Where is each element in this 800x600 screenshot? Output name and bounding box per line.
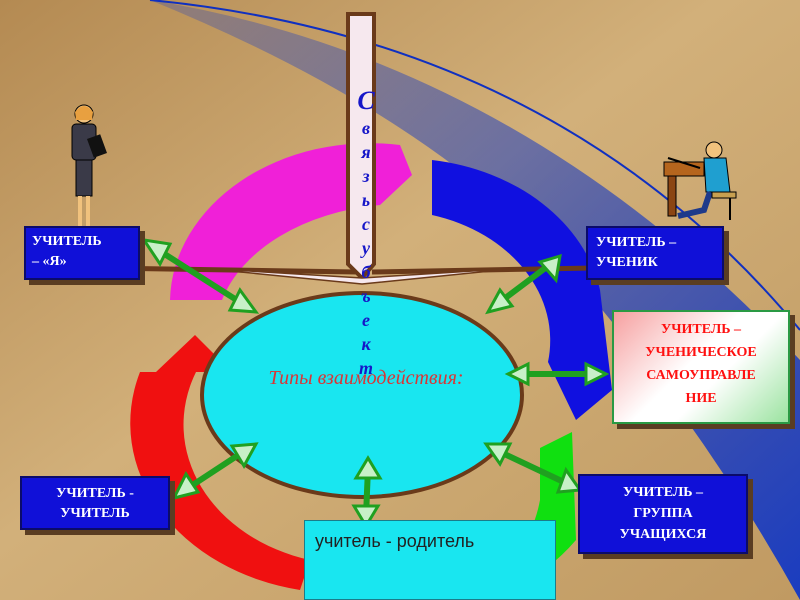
arrow-heads — [140, 237, 610, 529]
vertical-letter: ъ — [361, 286, 371, 306]
vertical-letter: з — [362, 166, 370, 186]
arc-blue — [432, 160, 612, 420]
vertical-letter: в — [361, 118, 371, 138]
vertical-letter: е — [362, 310, 370, 330]
student-figure-image — [663, 141, 737, 220]
box-line: НИЕ — [685, 391, 717, 406]
vertical-letter: я — [361, 142, 371, 162]
box-line: УЧИТЕЛЬ – — [596, 235, 677, 250]
central-ellipse — [200, 291, 524, 499]
box-line: УЧИТЕЛЬ - — [56, 486, 134, 501]
box-line: УЧИТЕЛЬ – — [622, 485, 704, 500]
arc-red — [130, 335, 310, 590]
vertical-letter: б — [361, 262, 371, 282]
bar-cap — [199, 267, 521, 285]
vertical-letter: у — [362, 238, 370, 258]
box-line: ГРУППА — [633, 506, 693, 521]
vertical-letter: ь — [361, 190, 371, 210]
interaction-types-label: Типы взаимодействия: — [268, 367, 464, 389]
box-teacher-self-government: УЧИТЕЛЬ – УЧЕНИЧЕСКОЕ САМОУПРАВЛЕ НИЕ — [612, 310, 790, 424]
box-line: УЧЕНИК — [596, 255, 658, 270]
corner-stripe-line — [149, 0, 800, 331]
vertical-letter: к — [361, 334, 371, 354]
box-line: УЧИТЕЛЬ — [32, 234, 102, 249]
box-line: УЧАЩИХСЯ — [619, 527, 707, 542]
vertical-letter: с — [362, 214, 370, 234]
box-line: УЧЕНИЧЕСКОЕ — [645, 345, 757, 360]
box-line: УЧИТЕЛЬ – — [660, 322, 742, 337]
box-line: УЧИТЕЛЬ — [60, 506, 130, 521]
vertical-letter: т — [358, 358, 373, 378]
box-line: – «Я» — [32, 254, 67, 269]
box-teacher-student-group: УЧИТЕЛЬ – ГРУППА УЧАЩИХСЯ — [578, 474, 748, 554]
box-line: САМОУПРАВЛЕ — [646, 368, 756, 383]
corner-blue-stripe — [150, 0, 800, 600]
teacher-figure-image — [71, 104, 107, 226]
vertical-word-subject-relation: С в я з ь с у б ъ е к т — [354, 86, 378, 380]
box-teacher-parent: учитель - родитель — [304, 520, 556, 600]
box-teacher-student: УЧИТЕЛЬ – УЧЕНИК — [586, 226, 724, 280]
box-teacher-self: УЧИТЕЛЬ – «Я» — [24, 226, 140, 280]
vertical-letter: С — [357, 86, 375, 115]
box-teacher-teacher: УЧИТЕЛЬ - УЧИТЕЛЬ — [20, 476, 170, 530]
vertical-bar — [346, 12, 376, 281]
